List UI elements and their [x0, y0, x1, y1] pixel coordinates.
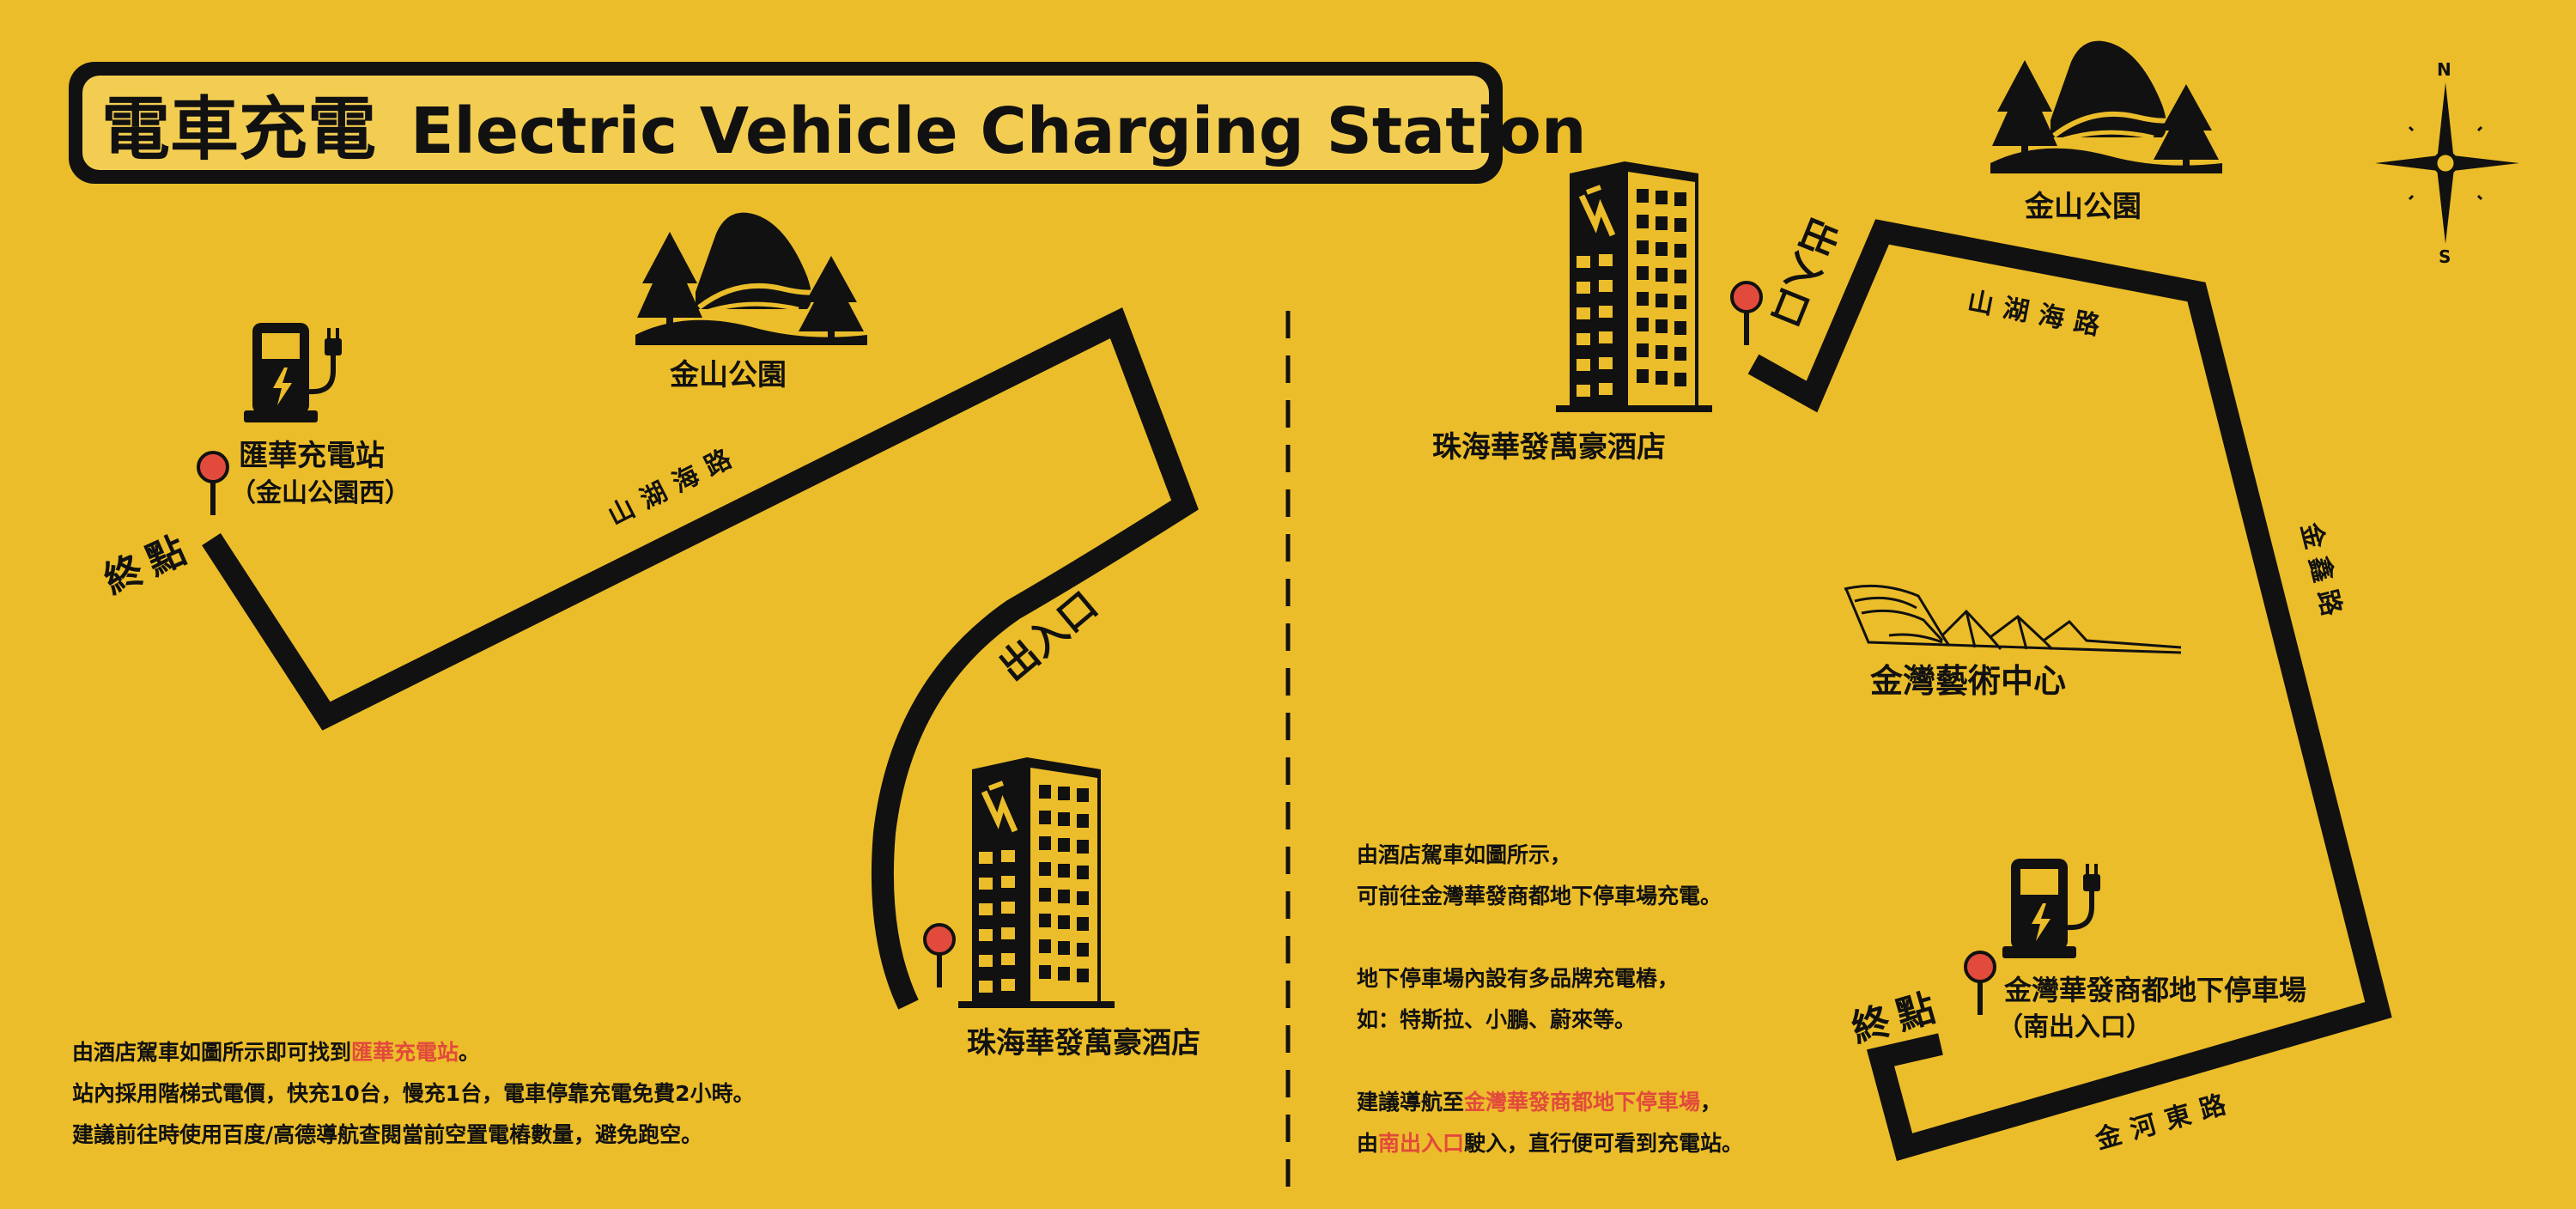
right-route	[1747, 219, 2392, 1162]
title-en: Electric Vehicle Charging Station	[410, 94, 1587, 168]
right-notes: 由酒店駕車如圖所示， 可前往金灣華發商都地下停車場充電。 地下停車場內設有多品牌…	[1357, 835, 1743, 1164]
highlight-station-name: 匯華充電站	[351, 1040, 459, 1065]
park-trees-icon	[1990, 41, 2222, 173]
highlight-entrance: 南出入口	[1378, 1131, 1465, 1156]
left-hotel-label: 珠海華發萬豪酒店	[967, 1026, 1200, 1060]
left-route	[202, 307, 1199, 1010]
title-zh: 電車充電	[101, 89, 376, 169]
location-pin-icon	[1730, 281, 1763, 347]
right-entrance-label: 出入口	[1762, 211, 1845, 332]
left-destination-label: 終點	[98, 526, 200, 604]
right-road-right-label: 金鑫路	[2294, 519, 2348, 627]
compass-south: S	[2439, 246, 2451, 267]
left-station-sub: （金山公園西）	[230, 478, 410, 508]
location-pin-icon	[1964, 951, 1996, 1017]
left-station-name: 匯華充電站	[239, 439, 385, 473]
right-note-line-4: 如：特斯拉、小鵬、蔚來等。	[1357, 1007, 1637, 1032]
location-pin-icon	[197, 451, 229, 517]
compass-icon: N S	[2375, 59, 2519, 267]
hotel-building-icon	[1556, 161, 1712, 412]
right-note-line-1: 由酒店駕車如圖所示，	[1357, 842, 1572, 867]
right-hotel-label: 珠海華發萬豪酒店	[1432, 430, 1666, 465]
left-map: 金山公園 山湖海路 出入口 終點 匯華充電站 （金山公園西） 珠海華發萬豪酒店	[98, 213, 1200, 1060]
park-trees-icon	[635, 213, 867, 345]
arts-center-label: 金灣藝術中心	[1869, 662, 2066, 700]
charging-station-icon	[2002, 859, 2100, 958]
right-station-name: 金灣華發商都地下停車場	[2003, 974, 2306, 1006]
left-park-label: 金山公園	[669, 358, 787, 392]
left-note-line-2: 站內採用階梯式電價，快充10台，慢充1台，電車停靠充電免費2小時。	[72, 1081, 755, 1106]
location-pin-icon	[923, 923, 956, 989]
left-note-line-3: 建議前往時使用百度/高德導航查閱當前空置電樁數量，避免跑空。	[72, 1122, 703, 1147]
left-notes: 由酒店駕車如圖所示即可找到匯華充電站。 站內採用階梯式電價，快充10台，慢充1台…	[72, 1032, 755, 1156]
hotel-building-icon	[958, 757, 1115, 1008]
highlight-parking-name: 金灣華發商都地下停車場	[1464, 1090, 1701, 1115]
right-road-top-label: 山湖海路	[1965, 286, 2112, 343]
right-note-line-2: 可前往金灣華發商都地下停車場充電。	[1357, 884, 1722, 908]
compass-north: N	[2437, 59, 2451, 80]
title-box: 電車充電 Electric Vehicle Charging Station	[69, 62, 1587, 184]
right-station-sub: （南出入口）	[1997, 1012, 2152, 1042]
left-note-line-1: 由酒店駕車如圖所示即可找到匯華充電站。	[72, 1040, 481, 1065]
charging-station-icon	[244, 323, 342, 422]
arts-center-icon	[1844, 584, 2182, 654]
right-note-line-5: 建議導航至金灣華發商都地下停車場，	[1357, 1090, 1722, 1115]
right-note-line-3: 地下停車場內設有多品牌充電樁，	[1357, 966, 1680, 991]
right-park-label: 金山公園	[2024, 190, 2142, 224]
right-note-line-6: 由南出入口駛入，直行便可看到充電站。	[1357, 1131, 1744, 1156]
